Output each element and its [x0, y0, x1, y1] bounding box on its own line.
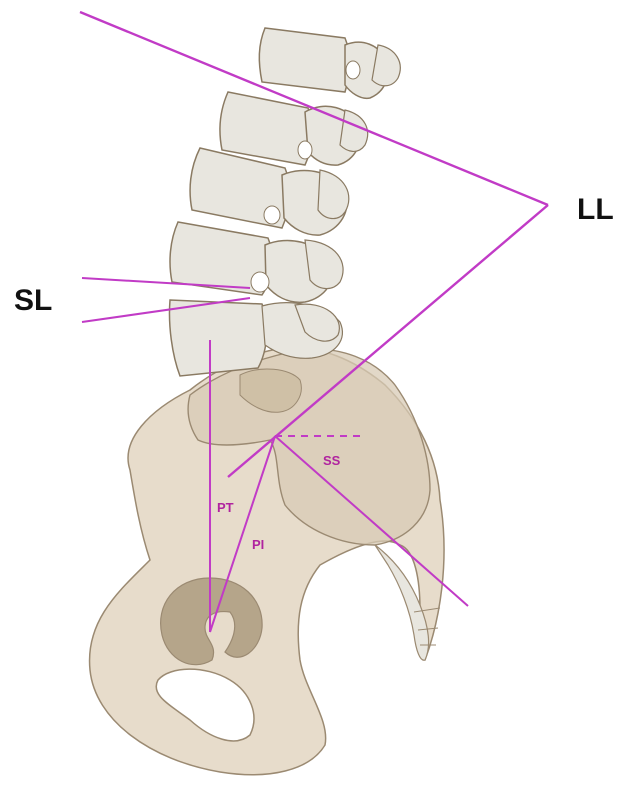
label-ll: LL [577, 193, 614, 226]
label-pi: PI [252, 537, 264, 552]
vertebra-l1 [259, 28, 400, 98]
vertebra-l2 [220, 92, 368, 165]
lumbar-spine [169, 28, 400, 376]
label-sl: SL [14, 284, 52, 317]
label-pt: PT [217, 500, 234, 515]
label-ss: SS [323, 453, 341, 468]
